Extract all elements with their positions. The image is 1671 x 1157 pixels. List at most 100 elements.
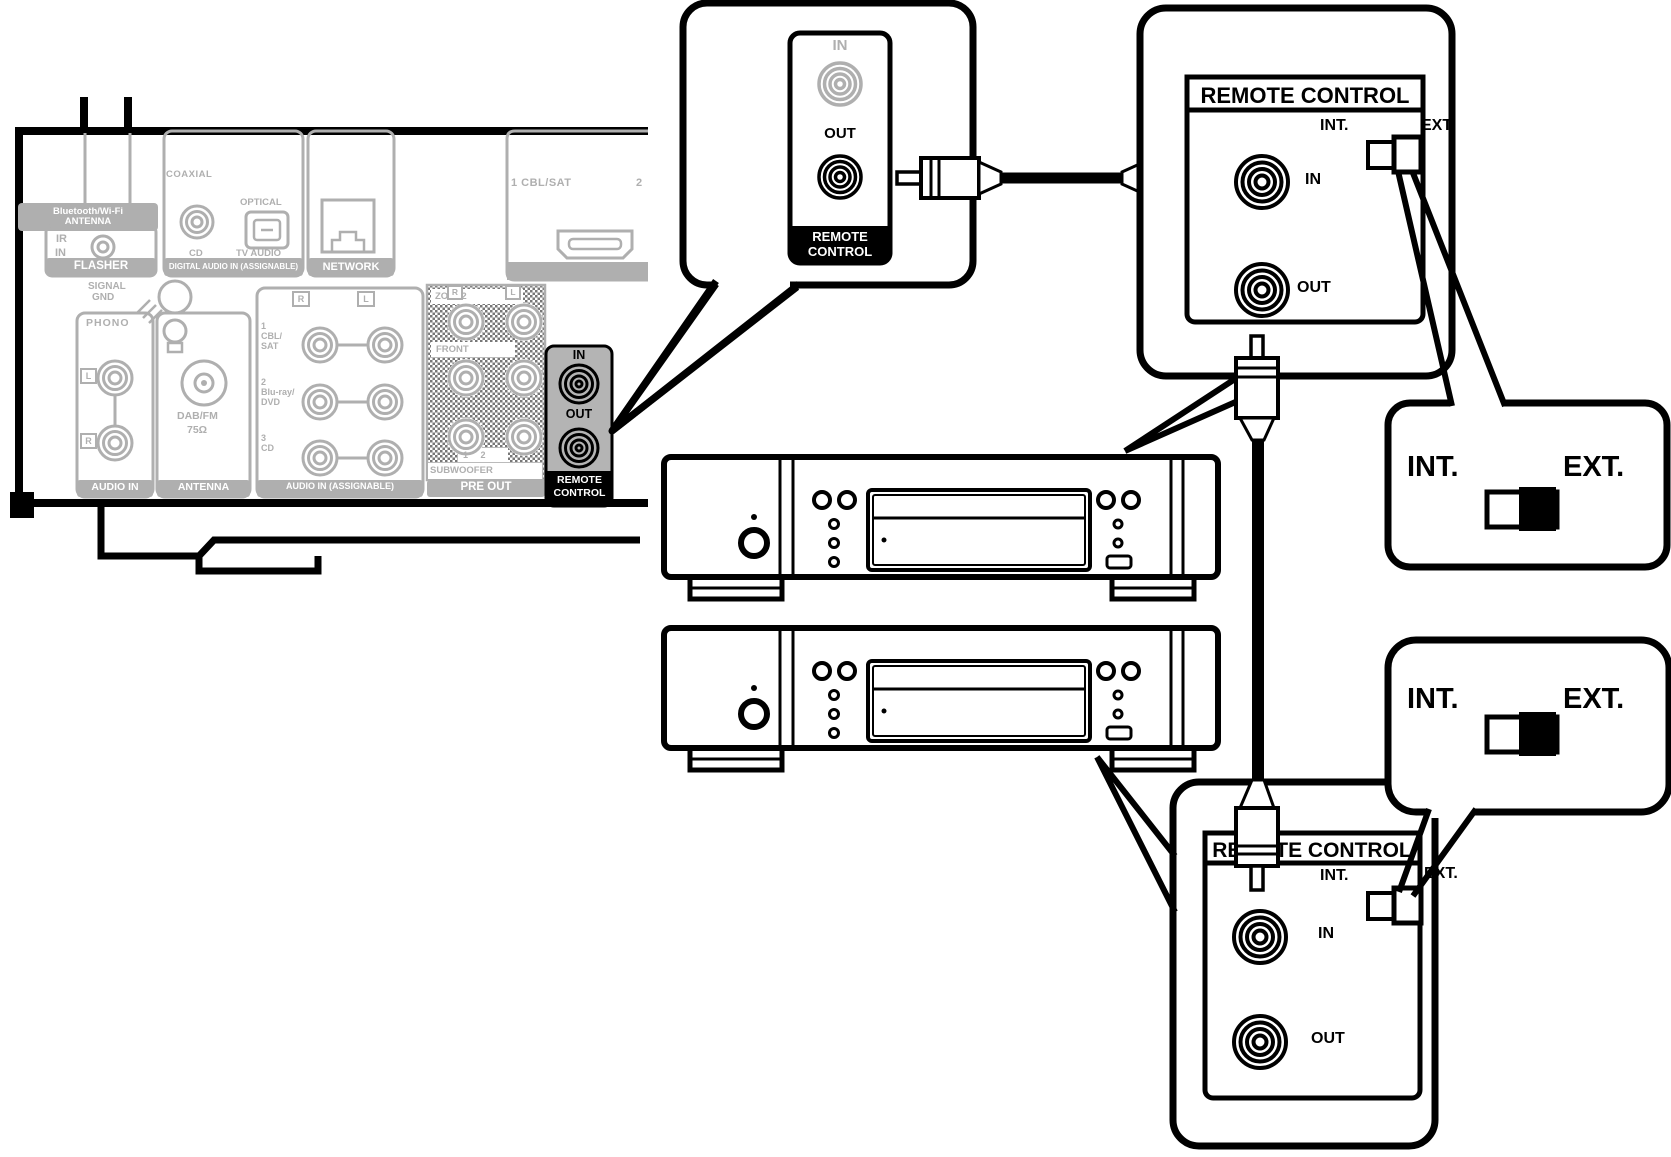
callout-out-label: OUT (824, 125, 856, 142)
power-knob-icon (738, 527, 770, 559)
callout-in-label: IN (832, 37, 848, 54)
audio-in-l-label: L (357, 291, 375, 307)
remote-out-jack-icon (558, 427, 600, 469)
switch-zoom-bottom-ext-label: EXT. (1563, 683, 1625, 715)
ethernet-port-icon (320, 198, 376, 254)
antenna-band-label: ANTENNA (177, 481, 230, 493)
hdmi-2-label: 2 (636, 177, 643, 189)
switch-zoom-bottom (1384, 636, 1671, 898)
switch-zoom-top-ext-label: EXT. (1563, 451, 1625, 483)
ground-terminal-icon (136, 279, 193, 354)
player-device-1 (661, 454, 1221, 602)
ir-in-label: IN (55, 247, 66, 259)
unit-top-title: REMOTE CONTROL (1201, 83, 1410, 108)
dab-fm-label: DAB/FM (177, 410, 218, 422)
pre-out-section (425, 283, 547, 497)
ir-label: IR (56, 233, 67, 245)
phono-label: PHONO (86, 317, 130, 329)
tuner-75ohm-label: 75Ω (187, 424, 208, 436)
coaxial-jack-icon (179, 204, 215, 240)
input-row-label: CBL/ (261, 331, 282, 341)
receiver-jacks-callout (608, 0, 1224, 435)
unit-bottom-in-label: IN (1318, 925, 1334, 942)
unit-top-int-label: INT. (1320, 117, 1349, 134)
input-row-label: SAT (261, 341, 279, 351)
unit-bottom-out-label: OUT (1311, 1030, 1345, 1047)
digital-audio-band-label: DIGITAL AUDIO IN (ASSIGNABLE) (168, 262, 299, 271)
usb-port-icon (1105, 725, 1133, 741)
receiver-remote-in-label: IN (572, 348, 586, 362)
callout-out-jack-icon (817, 154, 863, 200)
hdmi-port-icon (556, 229, 634, 260)
unit-bottom-out-jack-icon (1232, 1014, 1288, 1070)
input-row-label: 2 (261, 377, 267, 387)
unit-top-in-label: IN (1305, 171, 1321, 188)
audio-in-jacks-icon (301, 326, 404, 477)
switch-zoom-bottom-int-label: INT. (1407, 683, 1459, 715)
cd-label: CD (189, 248, 203, 259)
player-device-2 (661, 625, 1221, 773)
rca-plug-icon (1234, 334, 1280, 442)
receiver-remote-control-label-line2: CONTROL (553, 487, 606, 499)
phono-jacks-icon (96, 359, 134, 462)
disc-tray-display-icon (866, 488, 1092, 572)
unit-top-in-jack-icon (1234, 154, 1290, 210)
coaxial-label: COAXIAL (166, 169, 213, 180)
phono-l-label: L (80, 368, 97, 384)
callout-remote-control-label-line1: REMOTE (812, 229, 868, 244)
input-row-label: Blu-ray/ (261, 387, 295, 397)
unit-bottom-ext-label: EXT. (1424, 865, 1458, 882)
subwoofer-label: SUBWOOFER (430, 465, 493, 476)
disc-tray-display-icon (866, 659, 1092, 743)
pre-out-l-label: L (505, 285, 521, 300)
callout-in-jack-icon (817, 61, 863, 107)
receiver-remote-control-section (544, 344, 614, 508)
unit-top-out-jack-icon (1234, 262, 1290, 318)
audio-in-assignable-band-label: AUDIO IN (ASSIGNABLE) (286, 481, 394, 491)
input-row-label: 1 (261, 321, 267, 331)
antenna-stub-icon (124, 97, 132, 131)
receiver-rear-panel (10, 97, 648, 575)
optical-label: OPTICAL (240, 197, 282, 208)
receiver-remote-out-label: OUT (565, 407, 593, 421)
phono-r-label: R (80, 433, 97, 449)
tv-audio-label: TV AUDIO (236, 248, 282, 259)
bt-antenna-label-line1: Bluetooth/Wi-Fi (52, 206, 124, 217)
audio-in-band-label: AUDIO IN (91, 481, 139, 493)
audio-in-r-label: R (292, 291, 310, 307)
remote-unit-top: REMOTE CONTROL (1123, 4, 1456, 454)
flasher-band-label: FLASHER (73, 260, 129, 272)
unit-top-ext-label: EXT. (1421, 117, 1455, 134)
switch-zoom-top-int-label: INT. (1407, 451, 1459, 483)
remote-unit-bottom: REMOTE CONTROL (1094, 755, 1439, 1150)
optical-port-icon (244, 210, 290, 250)
subwoofer-nums-label: 1 2 (463, 450, 491, 460)
signal-gnd-label-line1: SIGNAL (88, 281, 126, 292)
receiver-remote-control-label-line1: REMOTE (557, 474, 602, 486)
switch-zoom-top (1384, 170, 1671, 571)
bt-antenna-label-line2: ANTENNA (64, 216, 112, 227)
input-row-label: DVD (261, 397, 281, 407)
front-label: FRONT (436, 344, 469, 355)
remote-in-jack-icon (558, 363, 600, 405)
hdmi-cbl-sat-label: 1 CBL/SAT (511, 177, 572, 189)
input-row-label: 3 (261, 433, 267, 443)
unit-top-out-label: OUT (1297, 279, 1331, 296)
fm-antenna-jack-icon (180, 359, 228, 407)
input-row-label: CD (261, 443, 274, 453)
antenna-stub-icon (80, 97, 88, 131)
rca-plug-icon (1234, 778, 1280, 892)
pre-out-r-label: R (447, 285, 463, 300)
ir-in-jack-icon (90, 234, 116, 260)
power-knob-icon (738, 698, 770, 730)
bt-antenna-band (18, 203, 158, 231)
unit-bottom-int-label: INT. (1320, 867, 1349, 884)
rca-plug-icon (895, 156, 1003, 200)
remote-cable-vertical (1234, 334, 1280, 892)
callout-remote-control-label-line2: CONTROL (807, 244, 873, 259)
network-band-label: NETWORK (322, 261, 380, 273)
unit-bottom-in-jack-icon (1232, 909, 1288, 965)
usb-port-icon (1105, 554, 1133, 570)
